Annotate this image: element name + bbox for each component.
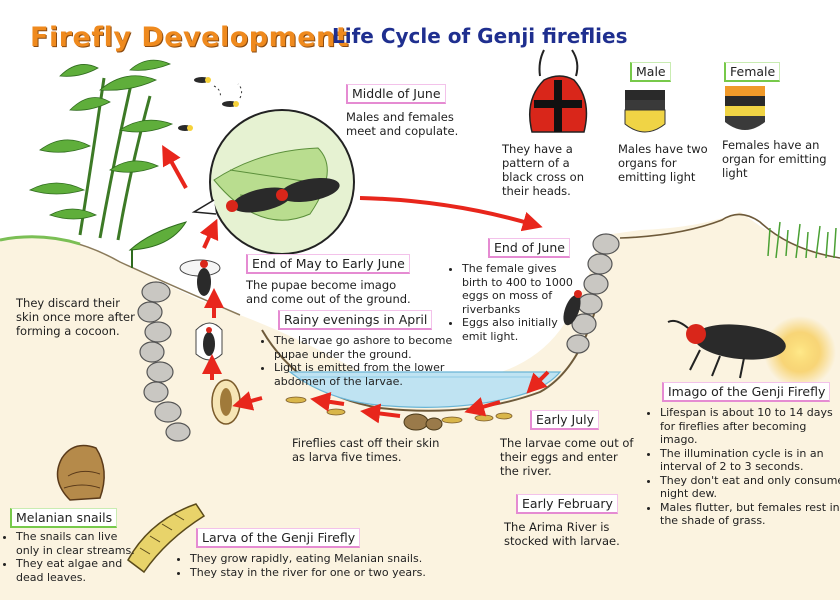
imago-bullet: Lifespan is about 10 to 14 days for fire… (660, 406, 840, 447)
skin-text: Fireflies cast off their skin as larva f… (292, 436, 440, 464)
stone-wall-left (137, 281, 191, 442)
imago-title: Imago of the Genji Firefly (662, 382, 831, 402)
imago-bullet: They don't eat and only consume night de… (660, 474, 840, 501)
right-bank (619, 213, 840, 259)
snails-bullet: The snails can live only in clear stream… (16, 530, 140, 557)
melanian-snail-drawing (56, 444, 105, 501)
firefly-head-drawing (529, 49, 588, 133)
early-feb-title: Early February (516, 494, 618, 514)
female-label: Female (724, 62, 781, 82)
river-snails (403, 413, 443, 431)
female-abdomen-drawing (725, 86, 765, 130)
pupa-in-ground (195, 322, 223, 361)
imago-bullet: The illumination cycle is in an interval… (660, 447, 840, 474)
end-june-bullets: The female gives birth to 400 to 1000 eg… (450, 262, 582, 343)
female-text: Females have an organ for emitting light (722, 138, 827, 180)
larva-bullet: They grow rapidly, eating Melanian snail… (190, 552, 500, 566)
early-july-text: The larvae come out of their eggs and en… (500, 436, 634, 478)
stone-wall-right (566, 233, 620, 354)
male-label: Male (630, 62, 671, 82)
early-feb-text: The Arima River is stocked with larvae. (504, 520, 620, 548)
male-text: Males have two organs for emitting light (618, 142, 708, 184)
middle-june-text: Males and females meet and copulate. (346, 110, 459, 138)
larva-bullets: They grow rapidly, eating Melanian snail… (178, 552, 500, 579)
imago-bullet: Males flutter, but females rest in the s… (660, 501, 840, 528)
female-on-bank (563, 290, 582, 326)
middle-june-title: Middle of June (346, 84, 446, 104)
snails-bullet: They eat algae and dead leaves. (16, 557, 140, 584)
rainy-april-bullet: The larvae go ashore to become pupae und… (274, 334, 486, 361)
emerging-firefly (179, 259, 221, 296)
rainy-april-bullets: The larvae go ashore to become pupae und… (262, 334, 486, 388)
mating-fireflies (226, 177, 340, 213)
snails-bullets: The snails can live only in clear stream… (4, 530, 140, 584)
subtitle: Life Cycle of Genji fireflies (332, 24, 628, 48)
larva-drawing (127, 503, 206, 574)
head-pattern-text: They have a pattern of a black cross on … (502, 142, 584, 198)
main-title: Firefly Development (30, 22, 350, 53)
male-abdomen-drawing (624, 90, 666, 133)
snails-title: Melanian snails (10, 508, 118, 528)
end-june-bullet: Eggs also initially emit light. (462, 316, 582, 343)
cocoon (211, 379, 241, 425)
rainy-april-title: Rainy evenings in April (278, 310, 433, 330)
cocoon-text: They discard their skin once more after … (16, 296, 135, 338)
end-june-title: End of June (488, 238, 570, 258)
may-june-title: End of May to Early June (246, 254, 410, 274)
river-larvae (285, 396, 513, 424)
cycle-arrows (162, 145, 550, 424)
rainy-april-bullet: Light is emitted from the lower abdomen … (274, 361, 486, 388)
imago-firefly-drawing (667, 319, 786, 379)
larva-bullet: They stay in the river for one or two ye… (190, 566, 500, 580)
flying-fireflies (178, 77, 239, 131)
larva-title: Larva of the Genji Firefly (196, 528, 361, 548)
may-june-text: The pupae become imago and come out of t… (246, 278, 411, 306)
imago-bullets: Lifespan is about 10 to 14 days for fire… (648, 406, 840, 528)
end-june-bullet: The female gives birth to 400 to 1000 eg… (462, 262, 582, 316)
early-july-title: Early July (530, 410, 600, 430)
